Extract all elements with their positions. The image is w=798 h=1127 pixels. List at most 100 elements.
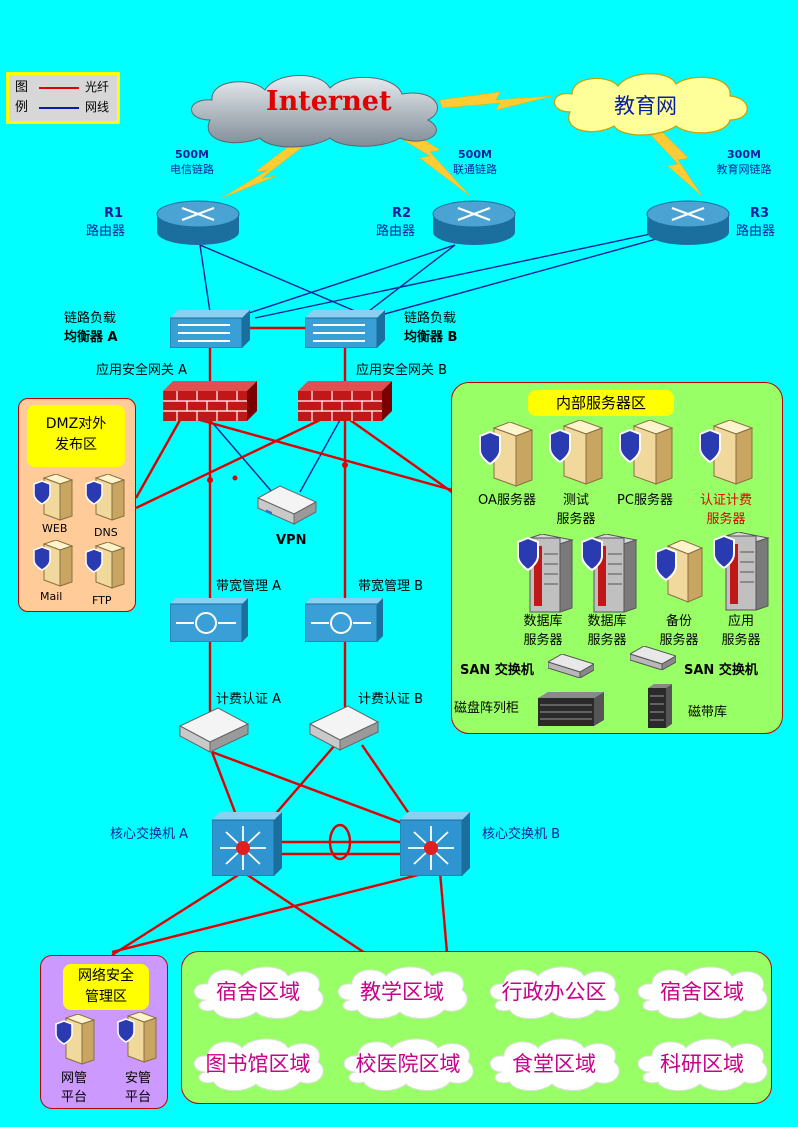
san-switch-a[interactable]: [546, 653, 596, 682]
zone-hospital[interactable]: 校医院区域: [340, 1036, 476, 1092]
router-r2-label: 路由器: [376, 224, 416, 239]
cloud-icon: [553, 73, 748, 136]
legend-title-top: 图: [15, 80, 29, 95]
server-icon: [33, 473, 74, 521]
edu-net-cloud: 教育网: [548, 68, 753, 138]
zone-dormitory-1[interactable]: 宿舍区域: [190, 964, 326, 1020]
edu-internet-bolt: [439, 91, 553, 111]
gateway-a[interactable]: [163, 381, 257, 425]
billing-auth-b[interactable]: [308, 704, 380, 756]
security-zone-title: 网络安全 管理区: [63, 964, 149, 1010]
network-management-label-2: 平台: [60, 1090, 87, 1105]
zone-research[interactable]: 科研区域: [634, 1036, 770, 1092]
core-switch-a-label: 核心交换机 A: [110, 827, 189, 842]
dmz-server-mail[interactable]: [32, 539, 74, 592]
zone-research-label: 科研区域: [660, 1052, 744, 1076]
cable-legend-line: [39, 107, 79, 109]
san-switch-b[interactable]: [628, 645, 678, 674]
bandwidth-manager-a[interactable]: [169, 598, 248, 646]
auth-billing-server-label-1: 认证计费: [699, 493, 752, 508]
router-r1-label: 路由器: [86, 224, 126, 239]
zone-hospital-label: 校医院区域: [355, 1052, 461, 1076]
network-management-platform[interactable]: [54, 1013, 96, 1070]
cloud-icon: [343, 1038, 474, 1091]
san-switch-a-label: SAN 交换机: [460, 663, 534, 678]
test-server-label-2: 服务器: [556, 512, 596, 527]
rack-server-icon: [713, 531, 770, 611]
dmz-server-mail-label: Mail: [40, 590, 63, 603]
disk-array[interactable]: [538, 692, 604, 730]
test-server[interactable]: [548, 419, 604, 490]
telecom-link-bolt: [221, 137, 307, 199]
load-balancer-b-label-2: 均衡器 B: [404, 330, 458, 345]
backup-server[interactable]: [654, 539, 704, 608]
fiber-legend-line: [39, 87, 79, 89]
zone-dormitory-2[interactable]: 宿舍区域: [634, 964, 770, 1020]
server-icon: [619, 419, 674, 485]
auth-billing-server[interactable]: [698, 419, 754, 490]
rack-server-icon: [581, 533, 638, 613]
zone-admin-office[interactable]: 行政办公区: [486, 964, 622, 1020]
load-balancer-a-label-1: 链路负载: [64, 311, 117, 326]
core-switch-icon: [399, 812, 470, 877]
router-r3[interactable]: [646, 196, 730, 250]
legend: 图 例 光纤 网线: [6, 72, 120, 124]
gateway-b[interactable]: [298, 381, 392, 425]
backup-server-label-1: 备份: [665, 614, 692, 629]
router-r3-id: R3: [750, 206, 770, 221]
dmz-title-line1: DMZ对外: [45, 416, 107, 432]
rack-server-icon: [517, 533, 574, 613]
gateway-a-label: 应用安全网关 A: [96, 363, 188, 378]
cloud-icon: [193, 966, 324, 1019]
san-switch-icon: [546, 653, 596, 679]
billing-auth-a[interactable]: [178, 706, 250, 758]
inner-zone-title: 内部服务器区: [528, 390, 674, 416]
dmz-server-dns[interactable]: [84, 473, 126, 526]
legend-cable-label: 网线: [85, 100, 110, 114]
security-zone-title-line1: 网络安全: [78, 968, 134, 984]
tape-library[interactable]: [648, 684, 672, 732]
router-r2[interactable]: [432, 196, 516, 250]
security-management-platform[interactable]: [116, 1011, 158, 1068]
pc-server[interactable]: [618, 419, 674, 490]
zone-teaching[interactable]: 教学区域: [334, 964, 470, 1020]
database-server-1[interactable]: [516, 533, 574, 618]
load-balancer-b[interactable]: [304, 310, 385, 352]
cloud-icon: [191, 75, 438, 148]
core-switch-a[interactable]: [211, 812, 282, 880]
auth-device-icon: [178, 707, 250, 753]
zone-library[interactable]: 图书馆区域: [190, 1036, 326, 1092]
disk-array-label: 磁盘阵列柜: [454, 701, 520, 716]
network-management-label-1: 网管: [60, 1071, 87, 1086]
router-r3-label: 路由器: [736, 224, 776, 239]
legend-fiber-label: 光纤: [85, 80, 110, 94]
unicom-speed: 500M: [458, 148, 492, 161]
dmz-server-ftp[interactable]: [84, 541, 126, 594]
oa-server[interactable]: [478, 421, 534, 492]
edu-speed: 300M: [727, 148, 761, 161]
router-icon: [432, 200, 516, 245]
server-icon: [479, 421, 534, 487]
zone-dormitory-1-label: 宿舍区域: [216, 980, 300, 1004]
cloud-icon: [193, 1038, 324, 1091]
app-server[interactable]: [712, 531, 770, 616]
load-balancer-a[interactable]: [169, 310, 250, 352]
dmz-server-web[interactable]: [32, 473, 74, 526]
database-server-1-label-2: 服务器: [523, 633, 563, 648]
telecom-name: 电信链路: [170, 163, 214, 176]
bandwidth-manager-b[interactable]: [304, 598, 383, 646]
billing-b-label: 计费认证 B: [358, 692, 424, 707]
cloud-icon: [489, 966, 620, 1019]
bandwidth-manager-icon: [169, 598, 248, 643]
firewall-icon: [163, 381, 257, 421]
bandwidth-b-label: 带宽管理 B: [358, 579, 424, 594]
cloud-icon: [489, 1038, 620, 1091]
router-r1[interactable]: [156, 196, 240, 250]
dmz-title-line2: 发布区: [55, 437, 97, 453]
core-switch-b[interactable]: [399, 812, 470, 880]
database-server-2[interactable]: [580, 533, 638, 618]
edu-net-label: 教育网: [614, 94, 677, 118]
vpn-device[interactable]: [254, 484, 318, 532]
vpn-icon: [256, 485, 318, 525]
zone-canteen[interactable]: 食堂区域: [486, 1036, 622, 1092]
